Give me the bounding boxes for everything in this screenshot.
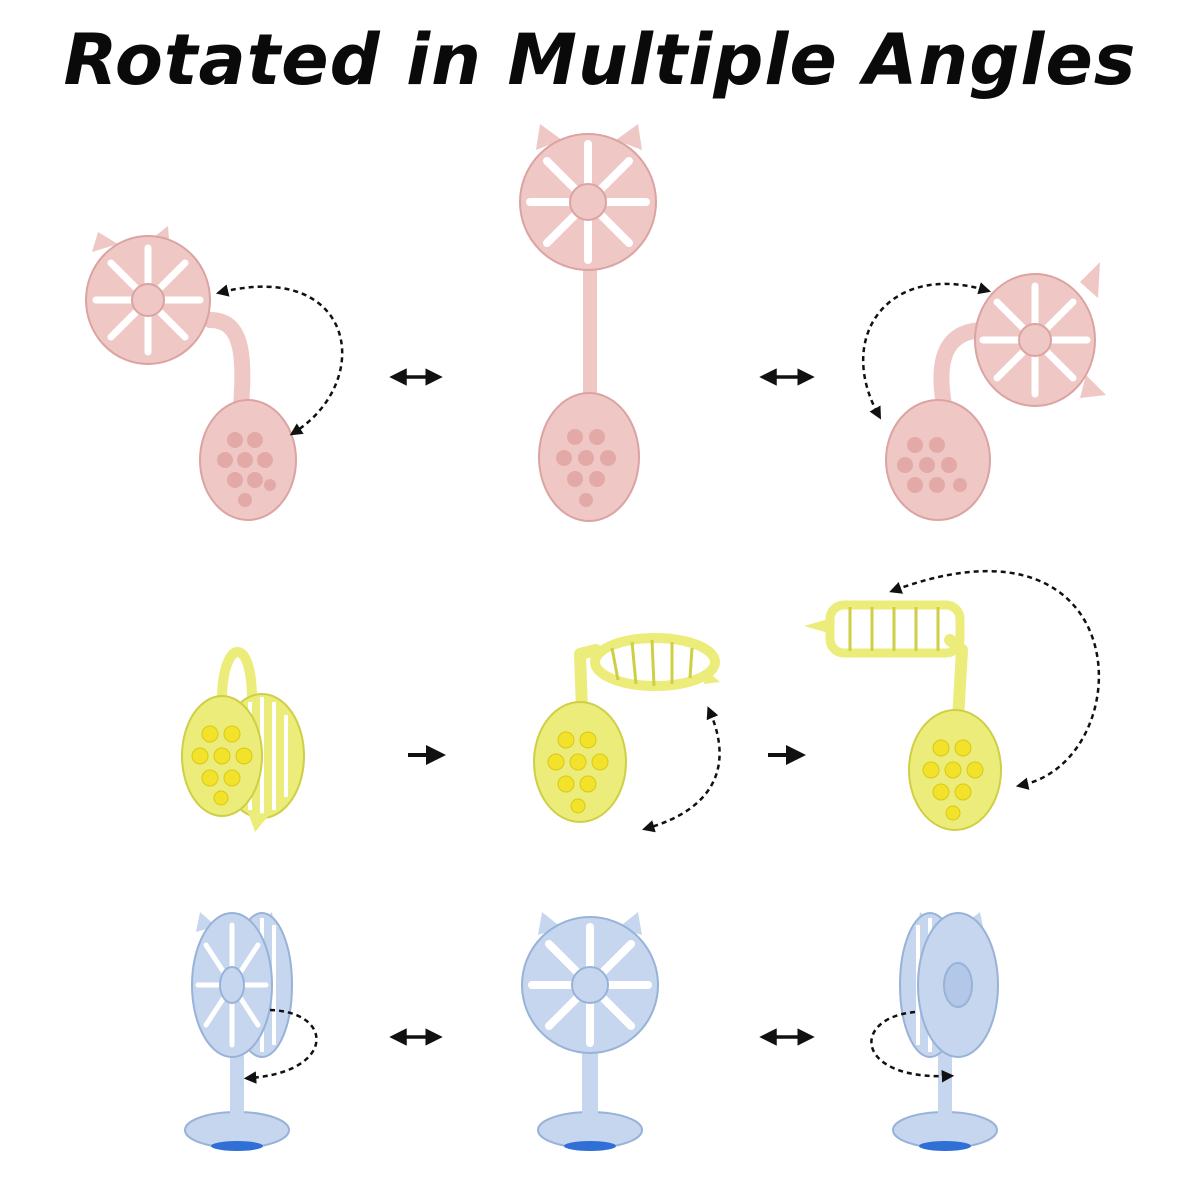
blue-fan-turned-right [892,912,999,1151]
rotation-arrow-yellow-right [889,569,1101,790]
suction-cups [897,437,967,493]
pink-fan-upright [519,124,657,522]
suction-cups [556,429,616,507]
yellow-fan-flipped-over [804,600,1002,831]
blue-fan-front [521,912,659,1151]
rotation-arrow-blue-right [870,1010,955,1083]
suction-cups [191,725,253,806]
rotation-arrow-blue-left [243,1008,318,1084]
suction-cups [547,731,609,814]
yellow-fan-folded [181,647,305,832]
pink-fan-tilted-right [885,262,1106,521]
blue-fan-turned-left [184,912,293,1151]
pink-fan-tilted-left [85,226,297,521]
rotation-arrow-yellow-middle [641,706,721,833]
rotation-arrow-pink-left [215,284,344,436]
rotation-arrow-pink-right [861,282,991,420]
page-title: Rotated in Multiple Angles [63,19,1137,101]
yellow-fan-half-open [533,633,720,823]
suction-cups [217,432,276,507]
